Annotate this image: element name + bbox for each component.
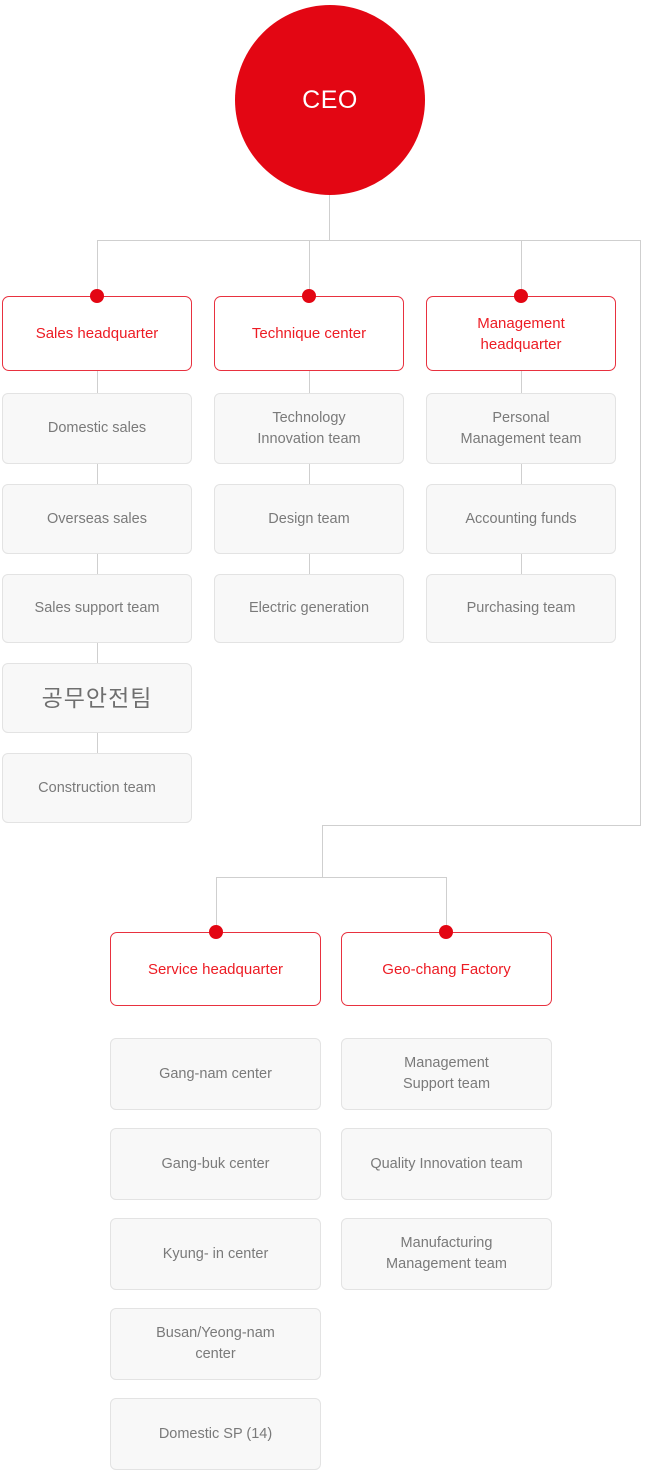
node-construction-team[interactable]: Construction team <box>2 753 192 823</box>
node-dot-technique-center <box>302 289 316 303</box>
connector-drop-technique <box>309 240 310 296</box>
node-gongmu-safety-team-label: 공무안전팀 <box>41 684 153 711</box>
node-electric-generation[interactable]: Electric generation <box>214 574 404 643</box>
node-purchasing-team-label: Purchasing team <box>466 600 576 616</box>
node-domestic-sales-label: Domestic sales <box>47 420 147 436</box>
node-service-headquarter-label: Service headquarter <box>147 960 284 978</box>
node-technique-center[interactable]: Technique center <box>214 296 404 371</box>
node-geo-chang-factory-label: Geo-chang Factory <box>382 960 511 978</box>
connector-col3-2 <box>521 464 522 485</box>
node-kyung-in-center[interactable]: Kyung- in center <box>110 1218 321 1290</box>
connector-lower-bus <box>216 877 447 878</box>
connector-top-bus <box>97 240 641 241</box>
node-overseas-sales[interactable]: Overseas sales <box>2 484 192 554</box>
node-sales-support-team-label: Sales support team <box>34 600 160 616</box>
node-dot-service-headquarter <box>209 925 223 939</box>
node-electric-generation-label: Electric generation <box>248 600 370 616</box>
connector-col1-5 <box>97 733 98 754</box>
connector-drop-service <box>216 877 217 932</box>
node-geo-chang-factory[interactable]: Geo-chang Factory <box>341 932 552 1006</box>
node-domestic-sp-label: Domestic SP (14) <box>158 1425 273 1442</box>
node-sales-headquarter[interactable]: Sales headquarter <box>2 296 192 371</box>
node-sales-headquarter-label: Sales headquarter <box>35 325 159 342</box>
node-gang-buk-center[interactable]: Gang-buk center <box>110 1128 321 1200</box>
node-quality-innovation-team[interactable]: Quality Innovation team <box>341 1128 552 1200</box>
node-service-headquarter[interactable]: Service headquarter <box>110 932 321 1006</box>
node-dot-sales-headquarter <box>90 289 104 303</box>
connector-col1-1 <box>97 371 98 393</box>
node-design-team-label: Design team <box>268 510 350 527</box>
node-purchasing-team[interactable]: Purchasing team <box>426 574 616 643</box>
node-ceo-label: CEO <box>302 85 358 114</box>
connector-col3-3 <box>521 554 522 575</box>
connector-drop-geochang <box>446 877 447 932</box>
connector-col1-4 <box>97 643 98 664</box>
node-technique-center-label: Technique center <box>251 325 367 342</box>
node-domestic-sp[interactable]: Domestic SP (14) <box>110 1398 321 1470</box>
connector-lower-feed <box>322 825 641 826</box>
connector-drop-management <box>521 240 522 296</box>
node-gang-nam-center[interactable]: Gang-nam center <box>110 1038 321 1110</box>
connector-col3-1 <box>521 371 522 393</box>
connector-col1-2 <box>97 464 98 485</box>
connector-col2-3 <box>309 554 310 575</box>
connector-col2-2 <box>309 464 310 485</box>
node-quality-innovation-team-label: Quality Innovation team <box>370 1155 523 1172</box>
node-kyung-in-center-label: Kyung- in center <box>162 1245 269 1262</box>
node-gongmu-safety-team[interactable]: 공무안전팀 <box>2 663 192 733</box>
node-gang-buk-center-label: Gang-buk center <box>161 1155 270 1172</box>
node-design-team[interactable]: Design team <box>214 484 404 554</box>
node-accounting-funds[interactable]: Accounting funds <box>426 484 616 554</box>
node-construction-team-label: Construction team <box>38 779 156 796</box>
connector-col2-1 <box>309 371 310 393</box>
connector-right-rail <box>640 240 641 825</box>
node-dot-geo-chang-factory <box>439 925 453 939</box>
node-sales-support-team[interactable]: Sales support team <box>2 574 192 643</box>
node-dot-management-headquarter <box>514 289 528 303</box>
node-domestic-sales[interactable]: Domestic sales <box>2 393 192 464</box>
node-accounting-funds-label: Accounting funds <box>465 510 577 527</box>
node-gang-nam-center-label: Gang-nam center <box>159 1065 272 1082</box>
connector-ceo-stem <box>329 195 330 241</box>
connector-lower-stem <box>322 825 323 877</box>
node-ceo[interactable]: CEO <box>235 5 425 195</box>
connector-col1-3 <box>97 554 98 575</box>
connector-drop-sales <box>97 240 98 296</box>
node-overseas-sales-label: Overseas sales <box>47 510 147 527</box>
